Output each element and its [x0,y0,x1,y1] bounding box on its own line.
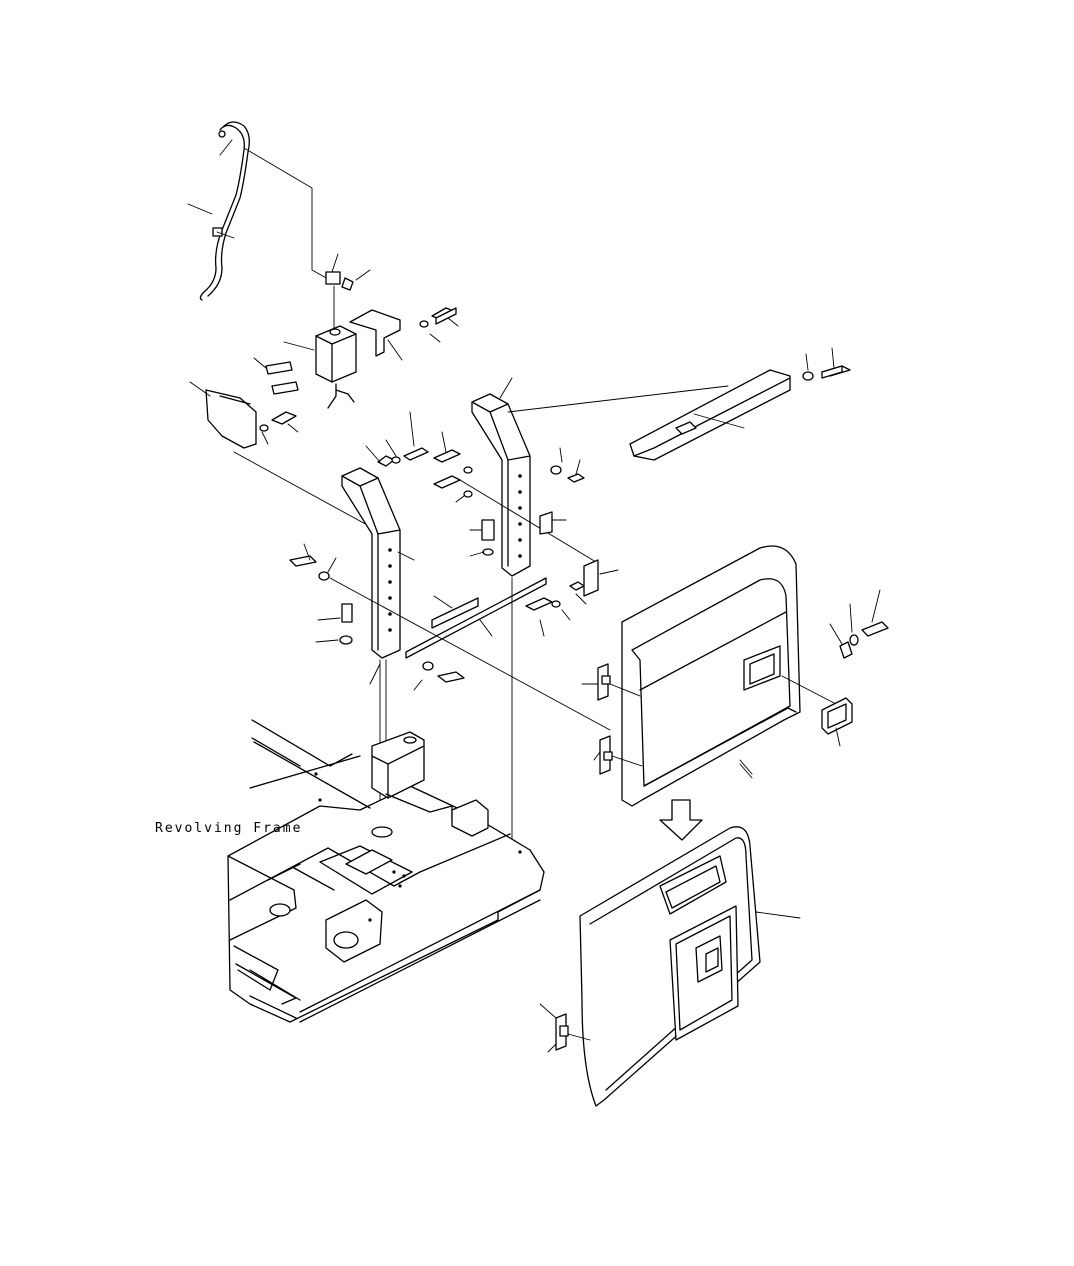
door-leader-lines [739,759,753,779]
left-bolts [289,543,611,731]
top-beam [507,347,851,461]
arrow-down-icon [659,799,703,841]
door-hinges-upper [581,663,643,775]
cover-plate [189,381,381,533]
clip-part [325,253,371,329]
right-column [471,377,531,577]
door-hinge-lower [539,1003,591,1053]
rubber-pads [253,357,299,395]
bolt-washer-set-1 [419,307,459,343]
door-lock-parts [781,589,889,747]
column-brackets [539,447,619,605]
washer-tank [283,325,357,409]
revolving-frame-label: Revolving Frame [155,821,302,836]
door-panel-assembled [579,826,801,1107]
slide-rails [405,577,571,659]
left-column [341,467,415,685]
fastener-cluster [365,411,597,563]
harness-leader-lines [187,139,331,281]
tank-bracket [349,309,403,361]
revolving-frame [227,719,545,1023]
door-panel-upper [621,545,801,807]
